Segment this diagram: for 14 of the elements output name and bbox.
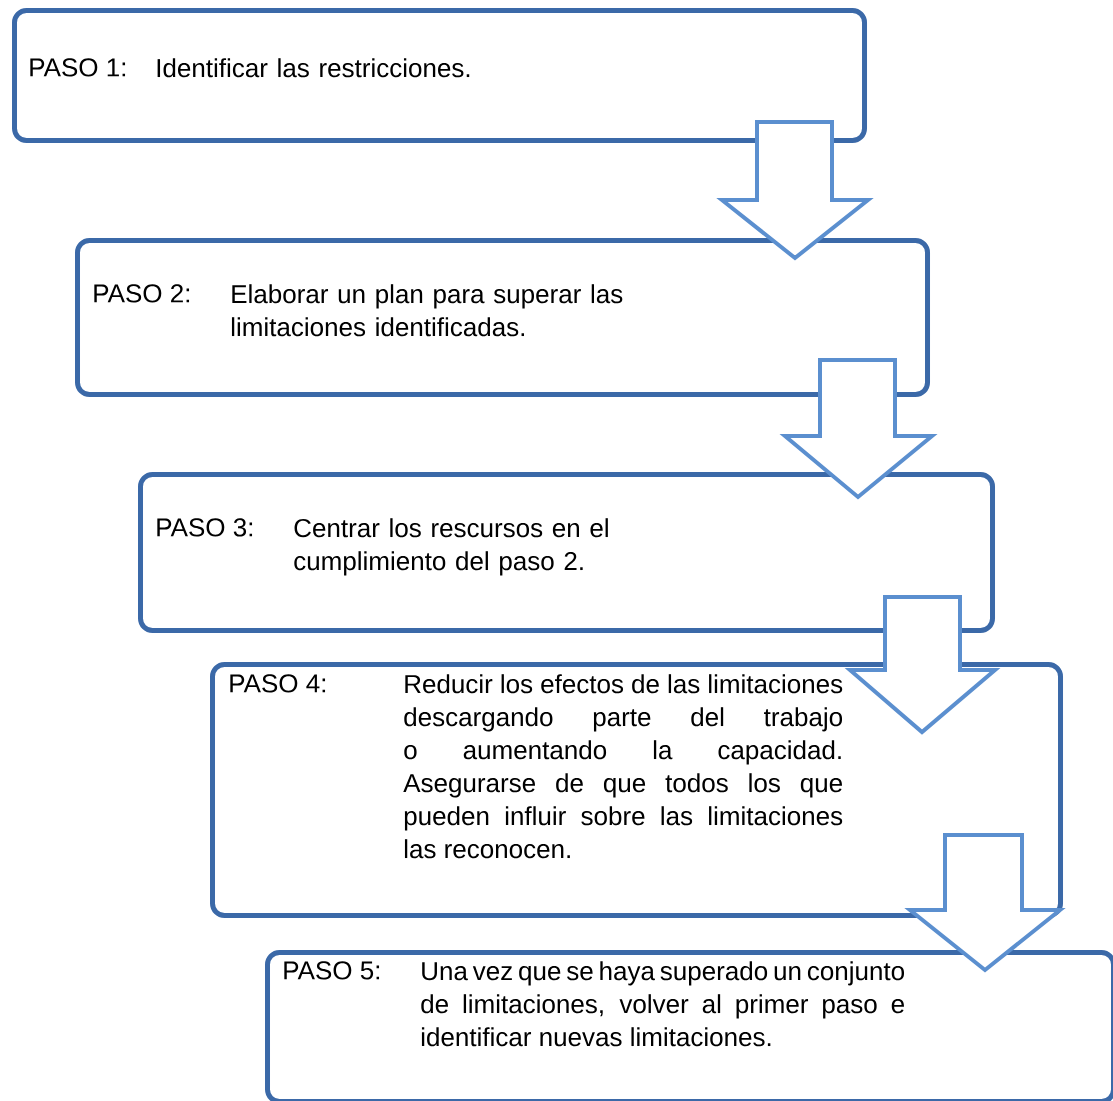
block-arrow <box>779 358 938 500</box>
step-label: PASO 4: <box>230 674 326 693</box>
step-label: PASO 3: <box>157 518 253 537</box>
step-label: PASO 2: <box>94 284 190 303</box>
step-label: PASO 1: <box>30 58 126 77</box>
step-text: Elaborar un plan para superar las limitaciones identificadas. <box>231 284 623 337</box>
block-arrow <box>716 120 874 261</box>
step-label: PASO 5: <box>284 961 380 980</box>
step-text: Identificar las restricciones. <box>157 58 470 78</box>
block-arrow <box>844 595 1001 735</box>
step-text: Una vez que se haya superado un conjunto de limitaciones, volver al primer paso e identificar nuevas limitaciones. <box>421 961 904 1047</box>
step-text: Reducir los efectos de las limitaciones descargando parte del trabajo o aumentando la capacidad. Asegurarse de que todos los que pueden influir sobre las limitaciones las reconocen. <box>403 674 843 859</box>
block-arrow <box>904 833 1066 973</box>
step-text: Centrar los rescursos en el cumplimiento del paso 2. <box>294 518 608 576</box>
